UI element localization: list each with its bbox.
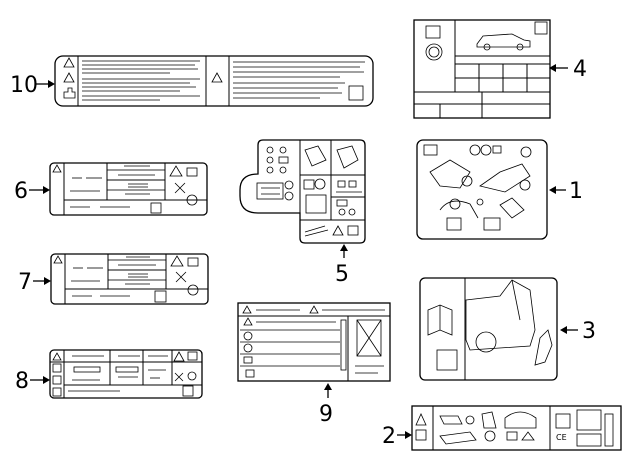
svg-text:5: 5 — [335, 262, 349, 287]
svg-text:8: 8 — [15, 369, 29, 394]
callout-7: 7 — [18, 270, 51, 295]
seal-icon — [425, 43, 443, 61]
fan-icon — [174, 182, 186, 194]
book-icon — [423, 144, 438, 156]
person-icon — [534, 329, 553, 366]
label-7 — [50, 253, 209, 305]
label-4 — [413, 19, 551, 119]
label-2: CE — [411, 405, 622, 451]
callout-10: 10 — [10, 73, 55, 98]
label-10 — [54, 55, 374, 107]
svg-text:9: 9 — [319, 402, 333, 427]
svg-text:2: 2 — [382, 424, 396, 449]
label-8 — [49, 349, 203, 399]
hand-icon — [63, 87, 76, 99]
label-3 — [419, 277, 558, 381]
vehicle-icon — [476, 33, 531, 48]
book-icon — [425, 25, 441, 39]
label-1 — [416, 139, 548, 240]
ce-mark: CE — [556, 433, 567, 442]
callout-8: 8 — [15, 369, 50, 394]
svg-text:1: 1 — [569, 179, 583, 204]
callout-9: 9 — [319, 383, 333, 427]
fan-icon — [175, 271, 187, 283]
callout-6: 6 — [14, 179, 50, 204]
label-5 — [239, 139, 366, 244]
svg-text:6: 6 — [14, 179, 28, 204]
callout-3: 3 — [560, 319, 596, 344]
svg-text:3: 3 — [582, 319, 596, 344]
svg-text:7: 7 — [18, 270, 32, 295]
callout-2: 2 — [382, 424, 412, 449]
callout-4: 4 — [549, 57, 587, 82]
warning-icon — [63, 72, 75, 83]
svg-text:10: 10 — [10, 73, 38, 98]
vehicle-icon — [465, 279, 536, 351]
svg-text:4: 4 — [573, 57, 587, 82]
callout-5: 5 — [335, 244, 349, 287]
callout-1: 1 — [549, 179, 583, 204]
warning-icon — [63, 57, 75, 68]
label-6 — [49, 162, 208, 216]
warning-icon — [211, 72, 223, 83]
label-9 — [237, 302, 391, 382]
